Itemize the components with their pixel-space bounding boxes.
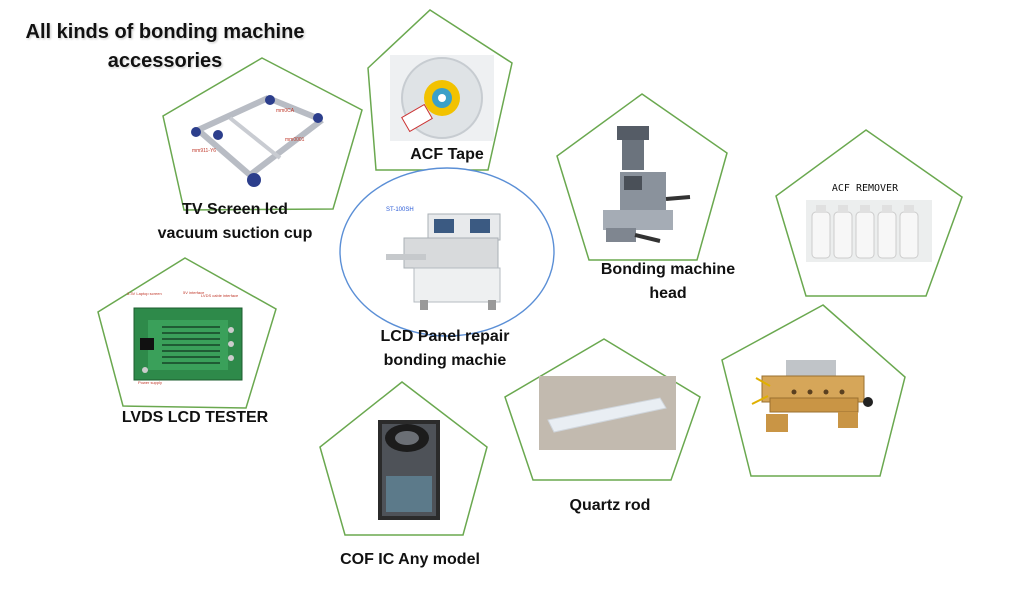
label-bonding-head-line1: Bonding machine (600, 261, 736, 278)
label-acf-remover: ACF REMOVER (800, 182, 930, 196)
label-lvds-tester: LVDS LCD TESTER (110, 406, 280, 430)
pentagon-tv-suction (162, 57, 363, 211)
label-lvds-tester-line1: LVDS LCD TESTER (121, 409, 269, 426)
label-quartz-rod-line1: Quartz rod (569, 497, 651, 514)
label-acf-remover-line1: ACF REMOVER (831, 183, 899, 194)
acf-tape-image (390, 55, 494, 141)
title-line-2: accessories (107, 50, 223, 72)
label-bonding-head-line2: head (649, 285, 687, 302)
acf-remover-image (806, 200, 932, 262)
label-bonding-machine-line1: LCD Panel repair (380, 328, 510, 345)
label-bonding-machine: LCD Panel repair bonding machie (350, 325, 540, 373)
vacuum-suction-frame-image: mm0CA mm0001 mm911-Y6 (191, 95, 324, 187)
label-tv-suction: TV Screen lcd vacuum suction cup (145, 198, 325, 246)
page-title: All kinds of bonding machine accessories (10, 18, 320, 76)
label-tv-suction-line1: TV Screen lcd (182, 201, 288, 218)
svg-text:mm911-Y6: mm911-Y6 (192, 148, 216, 154)
label-bonding-machine-line2: bonding machie (383, 352, 507, 369)
label-cof-ic: COF IC Any model (325, 548, 495, 572)
heater-block-image (751, 360, 873, 432)
svg-text:ST-100SH: ST-100SH (386, 207, 414, 213)
svg-text:3.3V Laptop screen: 3.3V Laptop screen (127, 291, 162, 296)
svg-text:Power supply: Power supply (138, 380, 162, 385)
label-quartz-rod: Quartz rod (545, 494, 675, 518)
label-acf-tape-line1: ACF Tape (410, 146, 484, 163)
svg-text:5V interface: 5V interface (183, 290, 205, 295)
title-line-1: All kinds of bonding machine (25, 21, 305, 43)
cof-ic-image (378, 420, 440, 520)
quartz-rod-image (539, 376, 676, 450)
svg-text:mm0001: mm0001 (285, 137, 305, 143)
bonding-machine-image: ST-100SH (386, 207, 501, 310)
lvds-tester-image: 3.3V Laptop screen 5V interface LVDS cab… (127, 290, 243, 385)
label-bonding-head: Bonding machine head (588, 258, 748, 306)
label-cof-ic-line1: COF IC Any model (340, 551, 480, 568)
label-acf-tape: ACF Tape (382, 143, 512, 167)
svg-text:LVDS cable interface: LVDS cable interface (201, 293, 239, 298)
bonding-head-image (603, 126, 691, 243)
svg-text:mm0CA: mm0CA (276, 108, 295, 114)
label-tv-suction-line2: vacuum suction cup (157, 225, 313, 242)
